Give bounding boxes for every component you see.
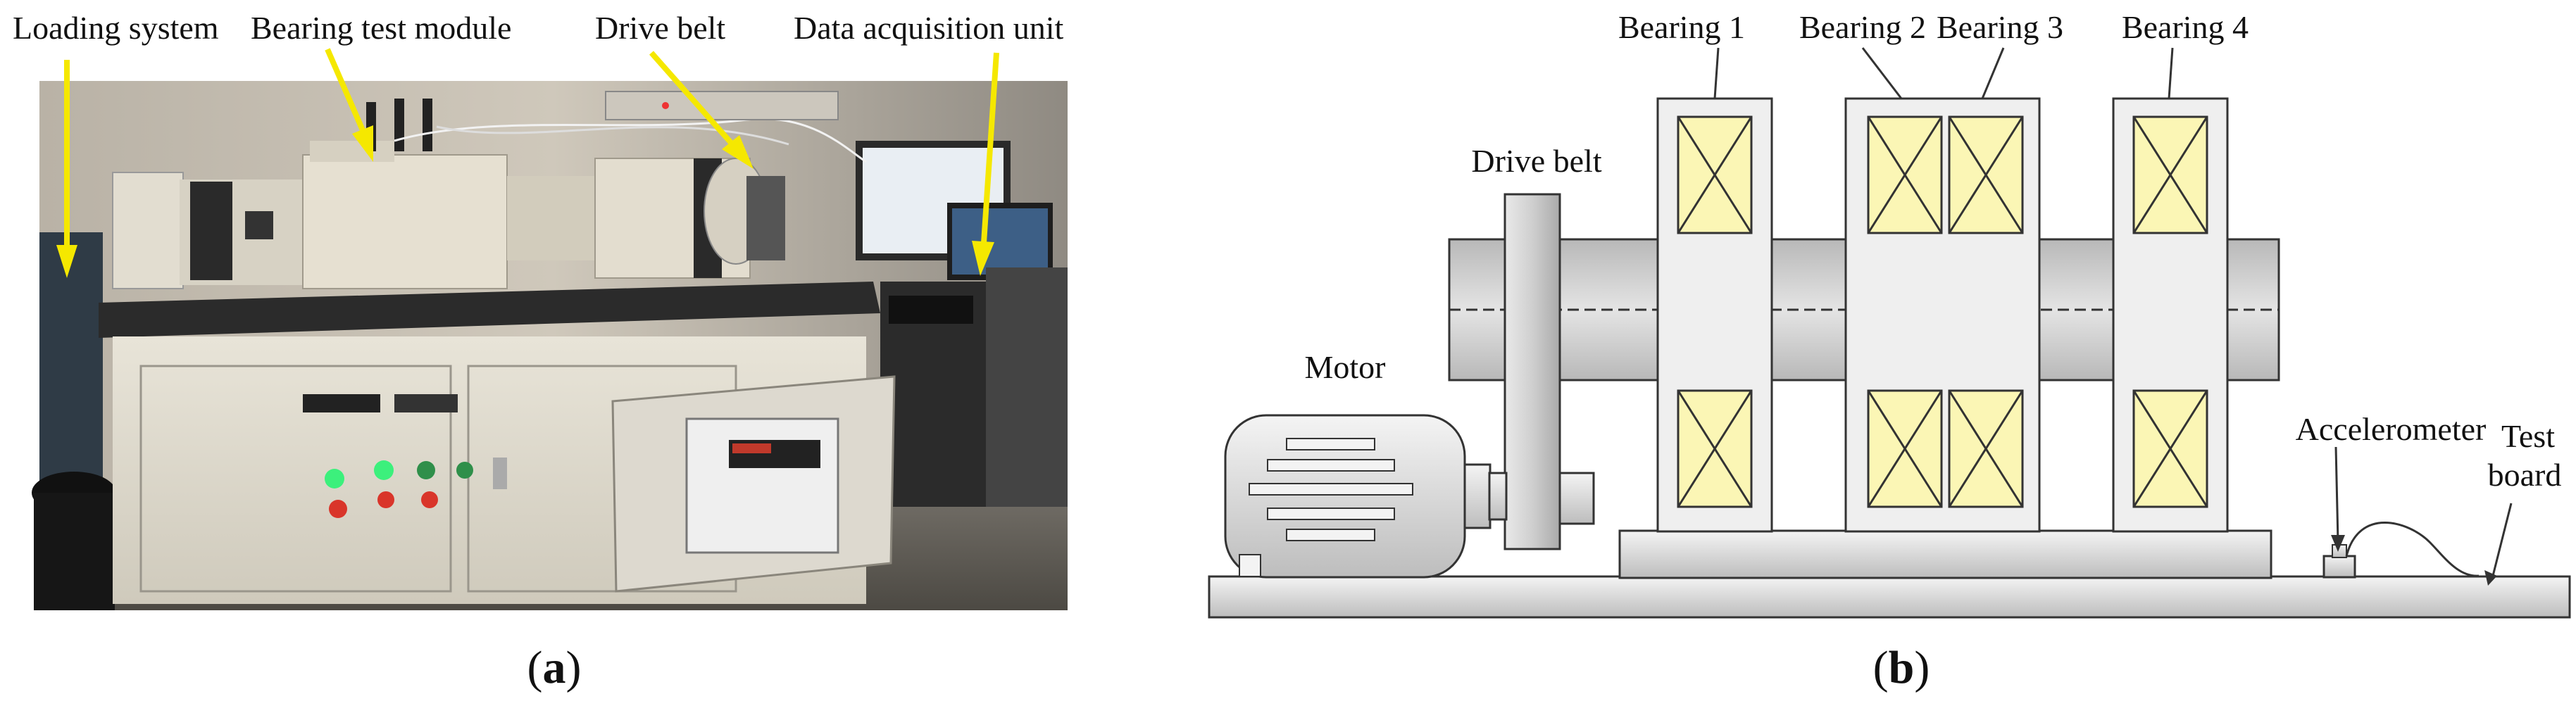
bearing-3-upper — [1948, 115, 2024, 234]
label-bearing-1: Bearing 1 — [1618, 9, 1745, 45]
label-bearing-3: Bearing 3 — [1937, 9, 2063, 45]
caption-b: (b) — [1873, 642, 1930, 693]
arrow-drive-belt — [649, 51, 754, 169]
arrow-loading-system — [56, 60, 77, 278]
label-test-line1: Test — [2501, 418, 2555, 454]
bearing-1-lower — [1677, 389, 1753, 508]
accelerometer-sensor — [2322, 522, 2480, 579]
label-drive-belt: Drive belt — [595, 10, 725, 46]
label-bearing-4: Bearing 4 — [2122, 9, 2249, 45]
label-bearing-test-module: Bearing test module — [251, 10, 511, 46]
label-accelerometer: Accelerometer — [2296, 411, 2487, 447]
arrow-data-acquisition-unit — [972, 52, 999, 276]
test-bench — [99, 91, 896, 604]
bearing-2-lower — [1867, 389, 1943, 508]
leader-lines — [1713, 47, 2513, 576]
bearing-4-upper — [2132, 115, 2208, 234]
label-loading-system: Loading system — [13, 10, 219, 46]
bearing-4-lower — [2132, 389, 2208, 508]
photo-arrows — [56, 48, 999, 278]
label-bearing-2: Bearing 2 — [1799, 9, 1926, 45]
motor — [1224, 414, 1595, 579]
label-motor: Motor — [1305, 349, 1386, 385]
label-test-line2: board — [2488, 457, 2562, 493]
leader-arrowheads — [2331, 535, 2497, 586]
caption-a: (a) — [527, 642, 582, 693]
test-board-base — [1208, 575, 2571, 619]
test-rig-photo: Loading system Bearing test module Drive… — [13, 10, 1068, 693]
panel-a-photo: Loading system Bearing test module Drive… — [0, 0, 1155, 706]
bearing-2-upper — [1867, 115, 1943, 234]
label-drive-belt: Drive belt — [1471, 143, 1601, 179]
label-data-acquisition-unit: Data acquisition unit — [794, 10, 1063, 46]
bearing-3-lower — [1948, 389, 2024, 508]
bearing-1-upper — [1677, 115, 1753, 234]
arrow-bearing-test-module — [325, 48, 373, 162]
panel-b-schematic: Bearing 1 Bearing 2 Bearing 3 Bearing 4 … — [1169, 0, 2576, 706]
drive-belt-pulley — [1503, 193, 1561, 550]
bearing-pedestal — [1618, 529, 2272, 579]
test-rig-schematic: Bearing 1 Bearing 2 Bearing 3 Bearing 4 … — [1208, 9, 2571, 693]
